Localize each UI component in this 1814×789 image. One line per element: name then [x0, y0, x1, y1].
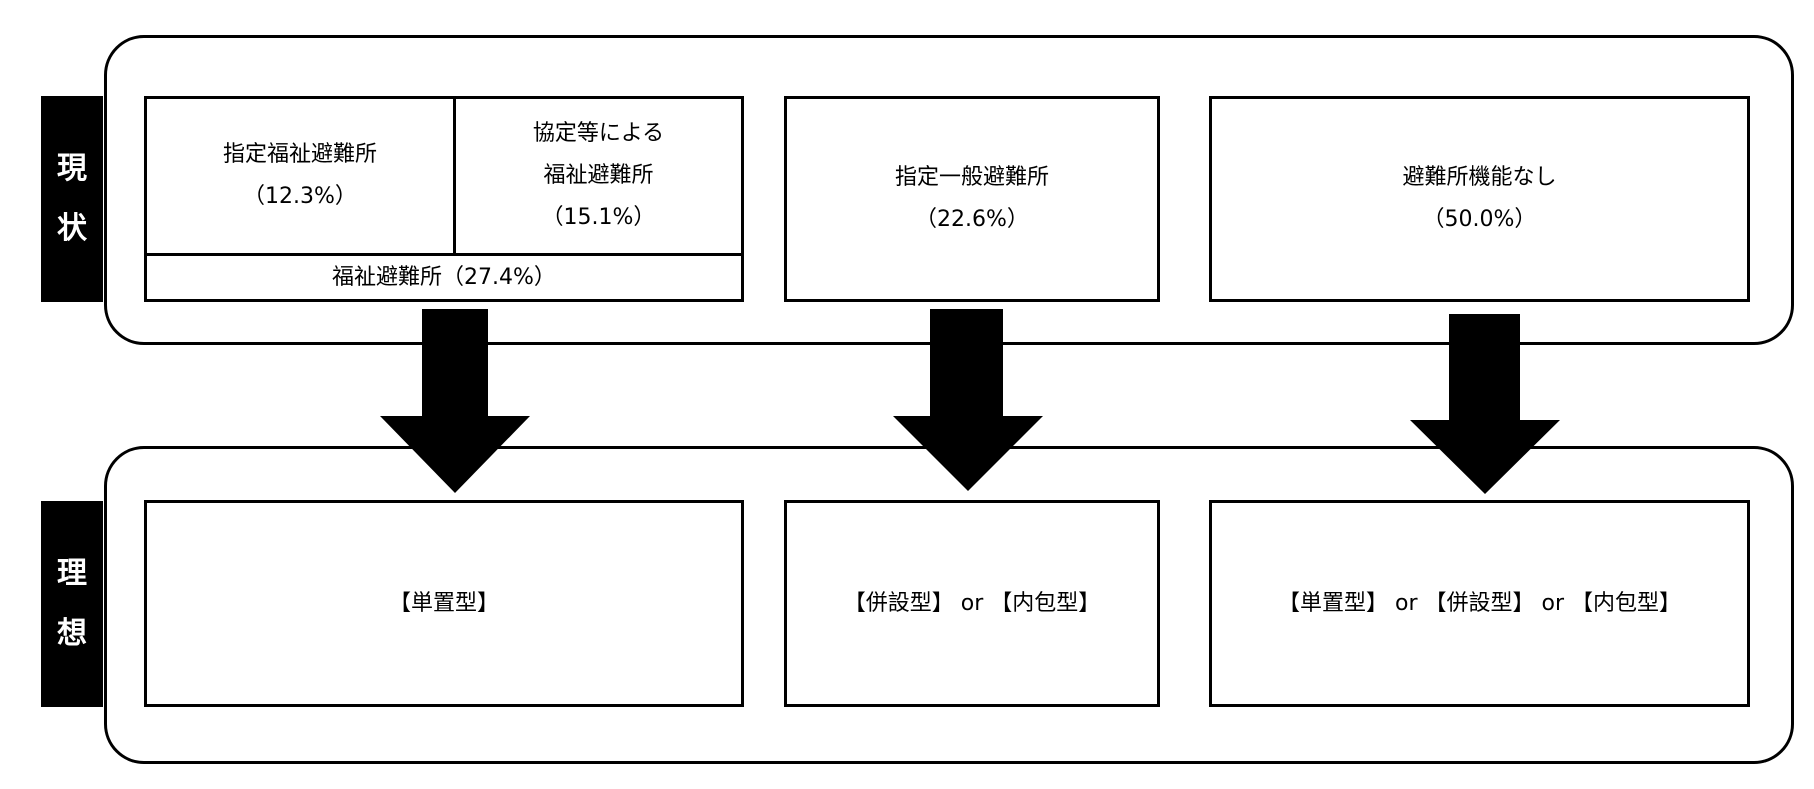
agreement-welfare-shelter-line1: 協定等による	[532, 121, 665, 146]
current-tag-char-2: 状	[57, 211, 87, 246]
designated-general-shelter-label: 指定一般避難所	[894, 165, 1049, 190]
no-shelter-function-label: 避難所機能なし	[1402, 165, 1557, 190]
designated-general-shelter-pct: （22.6%）	[915, 207, 1029, 232]
agreement-welfare-shelter-line2: 福祉避難所	[543, 163, 654, 188]
no-shelter-function-box: 避難所機能なし （50.0%）	[1209, 96, 1750, 302]
designated-welfare-shelter-pct: （12.3%）	[243, 184, 357, 209]
arrow-down-right	[1410, 314, 1560, 494]
agreement-welfare-shelter-box: 協定等による 福祉避難所 （15.1%）	[453, 96, 744, 256]
designated-welfare-shelter-box: 指定福祉避難所 （12.3%）	[144, 96, 456, 256]
ideal-any-type-box: 【単置型】 or 【併設型】 or 【内包型】	[1209, 500, 1750, 707]
current-tag: 現 状	[41, 96, 103, 302]
ideal-standalone-label: 【単置型】	[388, 590, 499, 616]
ideal-any-type-label: 【単置型】 or 【併設型】 or 【内包型】	[1278, 590, 1681, 616]
ideal-tag-char-1: 理	[57, 556, 87, 591]
ideal-standalone-box: 【単置型】	[144, 500, 744, 707]
designated-general-shelter-box: 指定一般避難所 （22.6%）	[784, 96, 1160, 302]
ideal-attached-or-integrated-box: 【併設型】 or 【内包型】	[784, 500, 1160, 707]
designated-welfare-shelter-label: 指定福祉避難所	[222, 142, 377, 167]
ideal-tag-char-2: 想	[57, 616, 87, 651]
welfare-shelter-total-box: 福祉避難所（27.4%）	[144, 253, 744, 302]
arrow-down-middle	[893, 309, 1043, 491]
ideal-attached-or-integrated-label: 【併設型】 or 【内包型】	[843, 590, 1101, 616]
current-tag-char-1: 現	[57, 151, 87, 186]
agreement-welfare-shelter-pct: （15.1%）	[541, 205, 656, 230]
ideal-tag: 理 想	[41, 501, 103, 707]
no-shelter-function-pct: （50.0%）	[1422, 207, 1537, 232]
arrow-down-left	[380, 309, 530, 493]
welfare-shelter-total-label: 福祉避難所（27.4%）	[332, 264, 556, 290]
